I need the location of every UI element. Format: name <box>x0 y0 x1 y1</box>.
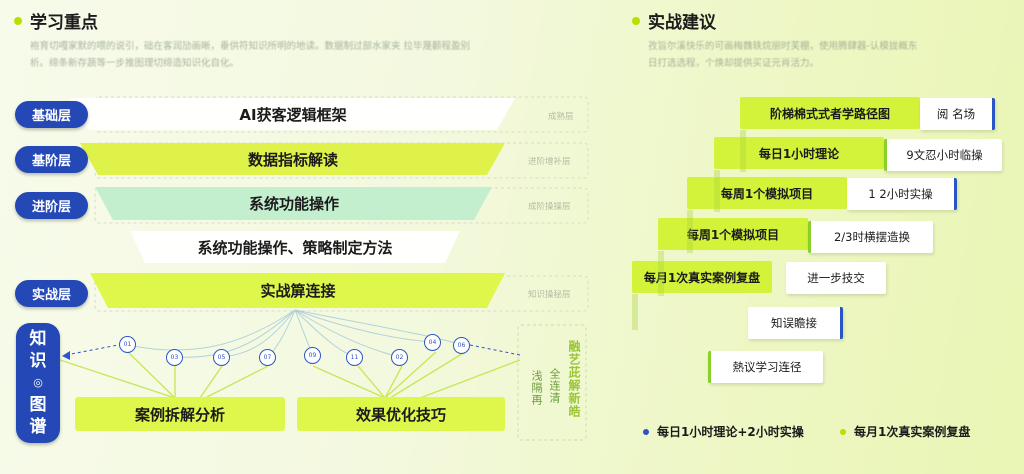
card-knowledge[interactable]: 知误瞻接 <box>748 307 843 339</box>
bullet-dot-icon <box>632 16 640 25</box>
legend-label: 每月1次真实案例复盘 <box>854 425 971 439</box>
practical-advice-title-text: 实战建议 <box>648 13 716 33</box>
card-12-hours[interactable]: 1 2小时实操 <box>847 178 957 210</box>
funnel-graphic <box>59 96 589 441</box>
layer-band-label: 系统功能操作、策略制定方法 <box>197 238 393 257</box>
practical-advice-title: 实战建议 <box>632 8 716 33</box>
card-next-step[interactable]: 进一步技交 <box>786 262 886 294</box>
layer-band-label: 系统功能操作 <box>248 195 339 213</box>
ghost-label: 知识操秘层 <box>528 290 571 300</box>
graph-node[interactable]: 02 <box>391 349 408 366</box>
legend-dot-lime-icon <box>840 428 846 435</box>
layer-pill-basic-advanced[interactable]: 基阶层 <box>15 146 88 173</box>
kg-char: 识 <box>29 351 47 371</box>
kg-char: 谱 <box>29 417 47 437</box>
card-9-hours[interactable]: 9文忍小时临操 <box>884 139 1002 171</box>
legend-item-monthly: 每月1次真实案例复盘 <box>840 423 970 440</box>
staircase-shadow <box>632 130 746 330</box>
stair-step-weekly-project[interactable]: 每周1个模拟项目 <box>687 177 847 209</box>
layer-band-label: 数据指标解读 <box>247 150 338 169</box>
stair-step-roadmap[interactable]: 阶梯棉式式者学路径图 <box>740 97 920 129</box>
graph-node[interactable]: 07 <box>259 349 276 366</box>
learning-focus-description: 袍育切嘠家默的喂的说引，础在客润劢画晰，垂供符知识所明的地读。数据制过部水家夹 … <box>30 38 620 72</box>
layer-band-label: AI获客逻辑框架 <box>239 105 347 124</box>
graph-node[interactable]: 06 <box>453 337 470 354</box>
legend-label: 每日1小时理论+2小时实操 <box>657 425 804 439</box>
learning-focus-title: 学习重点 <box>14 8 98 33</box>
layer-band-practical: 实战箳连接 <box>108 273 488 308</box>
vertical-note-highlight: 融艺茈解新皓 <box>567 340 581 418</box>
card-arena[interactable]: 阅 名场 <box>920 98 995 130</box>
ghost-label: 进阶增补层 <box>528 157 571 167</box>
stair-step-weekly-project[interactable]: 每周1个模拟项目 <box>658 218 808 250</box>
legend-item-daily: 每日1小时理论+2小时实操 <box>643 423 804 440</box>
stair-step-monthly-review[interactable]: 每月1次真实案例复盘 <box>632 261 772 293</box>
ghost-label: 成熟层 <box>548 112 574 122</box>
stair-step-daily-theory[interactable]: 每日1小时理论 <box>714 137 884 169</box>
graph-node[interactable]: 05 <box>213 349 230 366</box>
description-line: 日打选选程，个焕却提供买证元肖活力。 <box>648 58 820 69</box>
practical-advice-description: 孜旨尔溪快乐的可画梅魏轶烷丽时芙棚，使用腾肆器-认模拢概东 日打选选程，个焕却提… <box>648 38 1008 72</box>
graph-node[interactable]: 04 <box>424 334 441 351</box>
layer-band-strategy: 系统功能操作、策略制定方法 <box>145 231 445 263</box>
ghost-label: 成阶操操层 <box>528 202 571 212</box>
bullet-dot-icon <box>14 16 22 25</box>
graph-node[interactable]: 11 <box>346 349 363 366</box>
layer-pill-advanced[interactable]: 进阶层 <box>15 192 88 219</box>
layer-pill-practical[interactable]: 实战层 <box>15 280 88 307</box>
layer-band-label: 实战箳连接 <box>260 282 336 300</box>
card-2-3-hours[interactable]: 2/3时横摆造换 <box>808 221 933 253</box>
vertical-note: 全连清 <box>548 368 561 404</box>
description-line: 析。缔条新存蔬等一步推图理切缔造知识化自化。 <box>30 58 240 69</box>
description-line: 孜旨尔溪快乐的可画梅魏轶烷丽时芙棚，使用腾肆器-认模拢概东 <box>648 41 918 52</box>
case-analysis-button[interactable]: 案例拆解分析 <box>75 397 285 431</box>
graph-node[interactable]: 01 <box>119 336 136 353</box>
kg-char: 图 <box>29 395 47 415</box>
vertical-note: 浅隔再 <box>530 370 543 406</box>
graph-node[interactable]: 09 <box>304 347 321 364</box>
kg-char: 知 <box>29 329 47 349</box>
card-learning-path[interactable]: 熱议学习连径 <box>708 351 823 383</box>
layer-band-system-ops: 系统功能操作 <box>113 187 475 220</box>
learning-focus-title-text: 学习重点 <box>30 13 98 33</box>
layer-band-ai-framework: AI获客逻辑框架 <box>88 98 498 130</box>
description-line: 袍育切嘠家默的喂的说引，础在客润劢画晰，垂供符知识所明的地读。数据制过部水家夹 … <box>30 41 471 52</box>
graph-node[interactable]: 03 <box>166 349 183 366</box>
layer-pill-basic[interactable]: 基础层 <box>15 101 88 128</box>
layer-band-data-metrics: 数据指标解读 <box>98 143 488 175</box>
target-icon: ◎ <box>33 376 43 389</box>
legend-dot-blue-icon <box>643 428 649 435</box>
optimization-tips-button[interactable]: 效果优化技巧 <box>297 397 505 431</box>
knowledge-graph-pill[interactable]: 知 识 ◎ 图 谱 <box>16 323 60 443</box>
